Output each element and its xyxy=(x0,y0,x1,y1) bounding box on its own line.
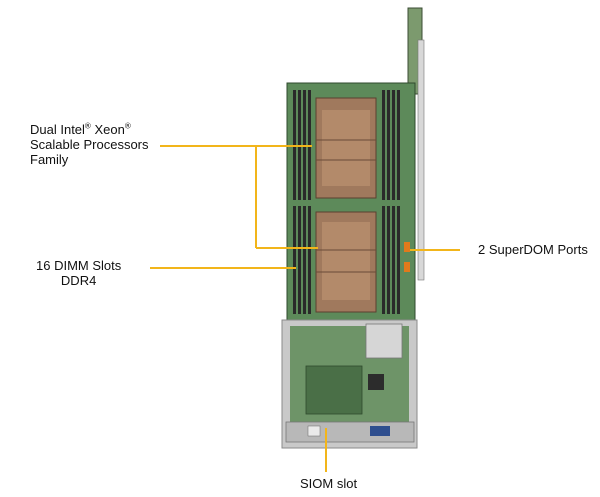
riser-bracket xyxy=(417,39,425,281)
dimm-bank-lower-right xyxy=(382,206,400,314)
chipset-heatsink xyxy=(365,323,403,359)
cpu2-heatsink xyxy=(315,211,377,313)
bmc-chip xyxy=(368,374,384,390)
siom-card xyxy=(305,365,363,415)
superdom-port-2 xyxy=(404,262,410,272)
callout-lines xyxy=(150,145,460,472)
cpu1-heatsink xyxy=(315,97,377,199)
rear-io-panel xyxy=(285,421,415,443)
dimm-label: 16 DIMM Slots DDR4 xyxy=(36,258,121,288)
dimm-bank-lower-left xyxy=(293,206,311,314)
dimm-bank-upper-right xyxy=(382,90,400,200)
dimm-label-line1: 16 DIMM Slots xyxy=(36,258,122,273)
cpu-label-line2: Scalable Processors xyxy=(30,137,149,152)
cpu-label: Dual Intel® Xeon® Scalable Processors Fa… xyxy=(30,122,149,167)
usb-port xyxy=(307,425,321,437)
superdom-label: 2 SuperDOM Ports xyxy=(478,242,588,257)
cpu-label-line3: Family xyxy=(30,152,69,167)
cpu-label-line1: Dual Intel® Xeon® xyxy=(30,121,131,137)
superdom-port-1 xyxy=(404,242,410,252)
vga-port xyxy=(370,426,390,436)
siom-label: SIOM slot xyxy=(300,476,358,491)
dimm-label-line2: DDR4 xyxy=(60,273,97,288)
